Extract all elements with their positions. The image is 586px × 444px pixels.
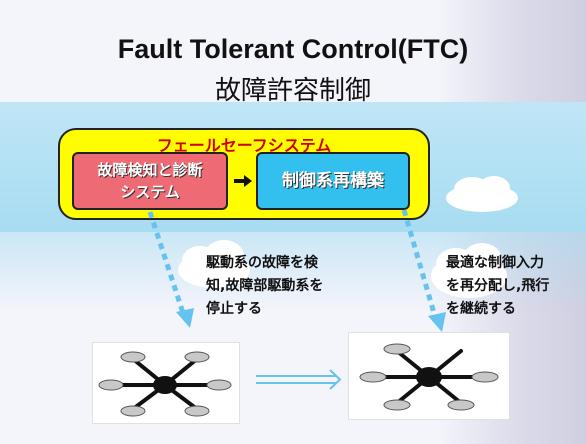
dashed-arrow-reconfiguration [401, 209, 446, 332]
page-title-jp: 故障許容制御 [214, 76, 371, 106]
note-left-line3: 停止する [206, 301, 262, 317]
fault-detection-label-line2: システム [120, 183, 180, 201]
cloud-icon [431, 243, 507, 298]
control-reconfiguration-box: 制御系再構築 [256, 152, 410, 210]
note-right-line2: を再分配し,飛行 [446, 278, 550, 294]
hexacopter-panel-after [348, 332, 510, 420]
cloud-icon [178, 240, 250, 288]
transition-arrow-icon [256, 369, 342, 390]
arrow-right-icon [234, 175, 252, 187]
note-fault-detection: 駆動系の故障を検 知,故障部駆動系を 停止する [206, 252, 323, 321]
hexacopter-panel-before [92, 342, 240, 424]
note-right-line3: を継続する [446, 301, 516, 317]
fault-detection-label-line1: 故障検知と診断 [97, 161, 203, 179]
hexacopter-fault-icon [359, 343, 499, 411]
note-control-redistribution: 最適な制御入力 を再分配し,飛行 を継続する [446, 252, 549, 321]
note-left-line1: 駆動系の故障を検 [206, 255, 318, 271]
page-title-en: Fault Tolerant Control(FTC) [117, 34, 469, 64]
note-left-line2: 知,故障部駆動系を [206, 278, 324, 294]
hexacopter-icon [98, 351, 232, 417]
dashed-arrow-detection [147, 211, 194, 328]
fault-detection-box: 故障検知と診断 システム [72, 152, 228, 210]
failsafe-system-label: フェールセーフシステム [156, 136, 332, 155]
cloud-icon [446, 176, 518, 212]
note-right-line1: 最適な制御入力 [446, 255, 544, 271]
